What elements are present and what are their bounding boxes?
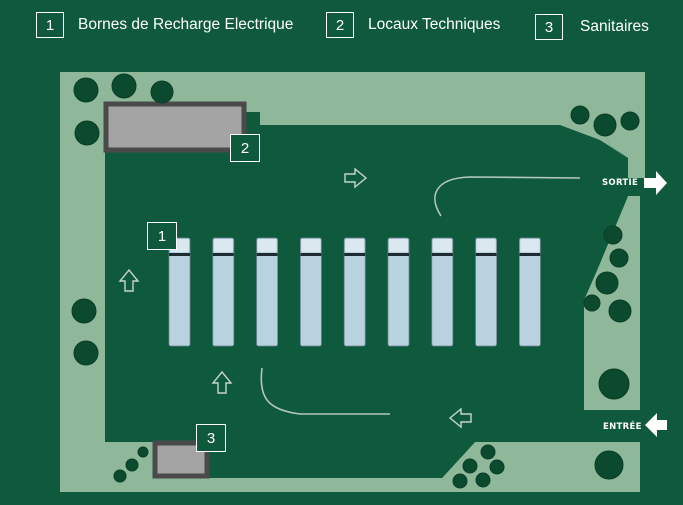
legend-number-1: 1	[36, 12, 64, 38]
legend-label-charging: Bornes de Recharge Electrique	[78, 16, 294, 33]
bus-body	[387, 237, 410, 347]
arrow-left-icon	[645, 413, 667, 437]
exit-path-line	[434, 176, 581, 217]
bus-stripe	[475, 253, 497, 256]
tree-icon	[598, 368, 630, 400]
direction-arrow-left-icon	[448, 407, 472, 429]
technical-building	[103, 101, 247, 153]
bus-icon	[299, 237, 322, 347]
entry-path-line	[260, 367, 390, 415]
bus-windshield	[520, 239, 540, 252]
exit-label: SORTIE	[602, 178, 639, 188]
tree-icon	[593, 113, 617, 137]
tree-icon	[603, 225, 623, 245]
bus-windshield	[432, 239, 452, 252]
bus-icon	[343, 237, 366, 347]
bus-windshield	[389, 239, 408, 252]
bus-windshield	[257, 239, 277, 252]
bus-windshield	[213, 239, 233, 252]
bus-stripe	[344, 253, 366, 256]
tree-icon	[452, 473, 468, 489]
tree-icon	[480, 444, 496, 460]
tree-icon	[462, 458, 478, 474]
bus-icon	[256, 237, 279, 347]
tree-icon	[71, 298, 97, 324]
tree-icon	[73, 77, 99, 103]
bus-body	[256, 237, 279, 347]
bus-body	[299, 237, 322, 347]
bus-stripe	[212, 253, 234, 256]
legend-label-sanitary: Sanitaires	[580, 18, 649, 35]
direction-arrow-up-icon	[211, 370, 233, 394]
bus-windshield	[345, 239, 365, 252]
bus-icon	[519, 237, 541, 347]
bus-windshield	[476, 239, 496, 252]
charging-marker: 1	[147, 222, 177, 250]
tree-icon	[475, 472, 491, 488]
tree-icon	[489, 459, 505, 475]
bus-stripe	[519, 253, 541, 256]
bus-stripe	[256, 253, 278, 256]
tree-icon	[150, 80, 174, 104]
bus-body	[431, 237, 454, 347]
bus-stripe	[300, 253, 322, 256]
legend-number-2: 2	[326, 12, 354, 38]
tree-icon	[583, 294, 601, 312]
legend-label-technical: Locaux Techniques	[368, 16, 501, 33]
legend-number-3: 3	[535, 14, 563, 40]
bus-stripe	[388, 253, 409, 256]
bus-body	[168, 237, 191, 347]
bus-bays	[168, 237, 541, 347]
bus-icon	[475, 237, 498, 347]
driving-area	[105, 112, 640, 478]
tree-icon	[570, 105, 590, 125]
tree-icon	[73, 340, 99, 366]
sanitary-marker: 3	[196, 424, 226, 452]
tree-icon	[608, 299, 632, 323]
bus-icon	[387, 237, 410, 347]
bus-windshield	[301, 239, 321, 252]
bus-icon	[212, 237, 235, 347]
tree-icon	[620, 111, 640, 131]
direction-arrow-right-icon	[344, 167, 368, 189]
tree-icon	[111, 73, 137, 99]
tree-icon	[137, 446, 149, 458]
bus-body	[519, 237, 541, 347]
tree-icon	[594, 450, 624, 480]
bus-stripe	[169, 253, 190, 256]
technical-marker: 2	[230, 134, 260, 162]
arrow-right-icon	[644, 171, 667, 195]
tree-icon	[113, 469, 127, 483]
tree-icon	[74, 120, 100, 146]
tree-icon	[609, 248, 629, 268]
bus-icon	[431, 237, 454, 347]
bus-icon	[168, 237, 191, 347]
bus-body	[475, 237, 498, 347]
bus-body	[212, 237, 235, 347]
bus-stripe	[431, 253, 453, 256]
bus-body	[343, 237, 366, 347]
tree-icon	[125, 458, 139, 472]
direction-arrow-up-icon	[118, 268, 140, 292]
entry-label: ENTRÉE	[603, 422, 642, 432]
tree-icon	[595, 271, 619, 295]
